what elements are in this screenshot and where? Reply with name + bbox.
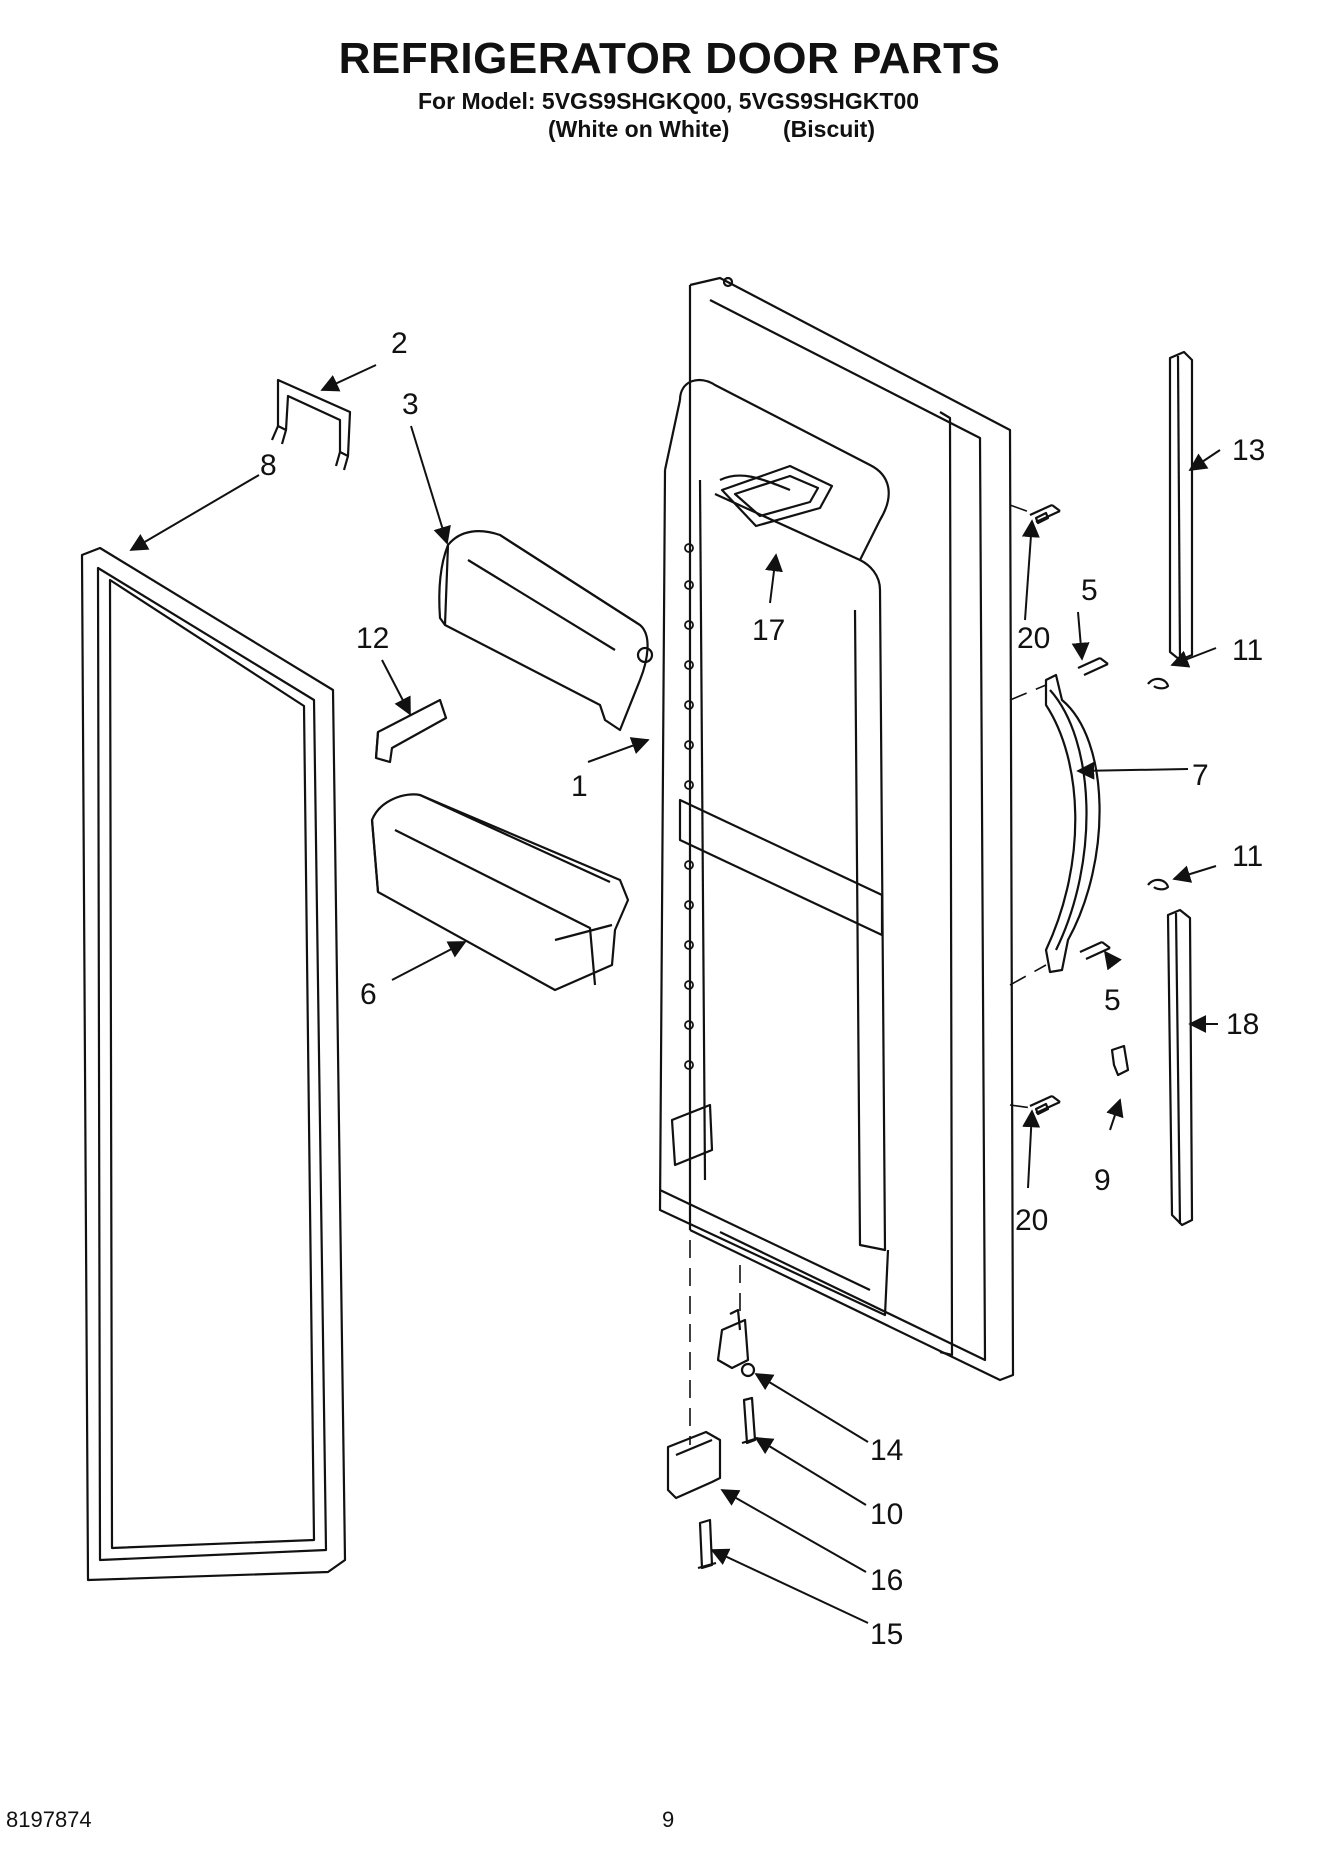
callout-17: 17 — [752, 614, 785, 647]
callout-10: 10 — [870, 1498, 903, 1531]
callout-5-top: 5 — [1081, 574, 1098, 607]
handle-screw-5-top-illustration — [1077, 656, 1109, 676]
door-gasket-illustration — [80, 546, 347, 1582]
page-title: REFRIGERATOR DOOR PARTS — [338, 34, 1001, 83]
callout-15: 15 — [870, 1618, 903, 1651]
alignment-lines — [689, 504, 1047, 1445]
callout-6: 6 — [360, 978, 377, 1011]
callout-2: 2 — [391, 327, 408, 360]
callout-5-bottom: 5 — [1104, 984, 1121, 1017]
page-number: 9 — [662, 1807, 675, 1832]
hinge-16-illustration — [666, 1430, 722, 1500]
bracket-9-illustration — [1110, 1044, 1130, 1077]
handle-screw-5-bottom-illustration — [1079, 940, 1111, 960]
hinge-pin-illustration — [716, 1308, 756, 1378]
screw-10-illustration — [741, 1396, 759, 1445]
callout-18: 18 — [1226, 1008, 1259, 1041]
callout-13: 13 — [1232, 434, 1265, 467]
callout-20-top: 20 — [1017, 622, 1050, 655]
handle-screw-bottom-illustration — [1029, 1094, 1061, 1116]
screw-15-illustration — [697, 1518, 717, 1570]
callout-12: 12 — [356, 622, 389, 655]
callout-16: 16 — [870, 1564, 903, 1597]
leader-lines — [129, 364, 1221, 1624]
top-bracket-illustration — [270, 378, 352, 471]
variant-white: (White on White) — [548, 116, 730, 142]
callout-11-top: 11 — [1232, 634, 1263, 667]
dairy-door-illustration — [438, 530, 654, 732]
callout-8: 8 — [260, 449, 277, 482]
door-liner-illustration — [658, 276, 1015, 1382]
variant-biscuit: (Biscuit) — [783, 116, 875, 142]
callout-7: 7 — [1192, 759, 1209, 792]
handle-screw-top-illustration — [1029, 503, 1061, 525]
top-trim-illustration — [1168, 350, 1194, 662]
callout-labels: 2 3 8 12 1 6 17 20 5 11 13 7 11 5 18 9 2… — [260, 327, 1265, 1651]
callout-3: 3 — [402, 388, 419, 421]
clip-top-illustration — [1147, 677, 1170, 690]
clip-bottom-illustration — [1147, 878, 1170, 891]
callout-20-bottom: 20 — [1015, 1204, 1048, 1237]
callout-1: 1 — [571, 770, 588, 803]
bin-clip-illustration — [374, 698, 448, 764]
door-bin-illustration — [370, 793, 630, 992]
door-handle-illustration — [1044, 673, 1101, 974]
model-line: For Model: 5VGS9SHGKQ00, 5VGS9SHGKT00 — [418, 88, 920, 114]
document-number: 8197874 — [6, 1807, 92, 1832]
callout-9: 9 — [1094, 1164, 1111, 1197]
bottom-trim-illustration — [1166, 908, 1194, 1227]
callout-11-bottom: 11 — [1232, 840, 1263, 873]
callout-14: 14 — [870, 1434, 903, 1467]
